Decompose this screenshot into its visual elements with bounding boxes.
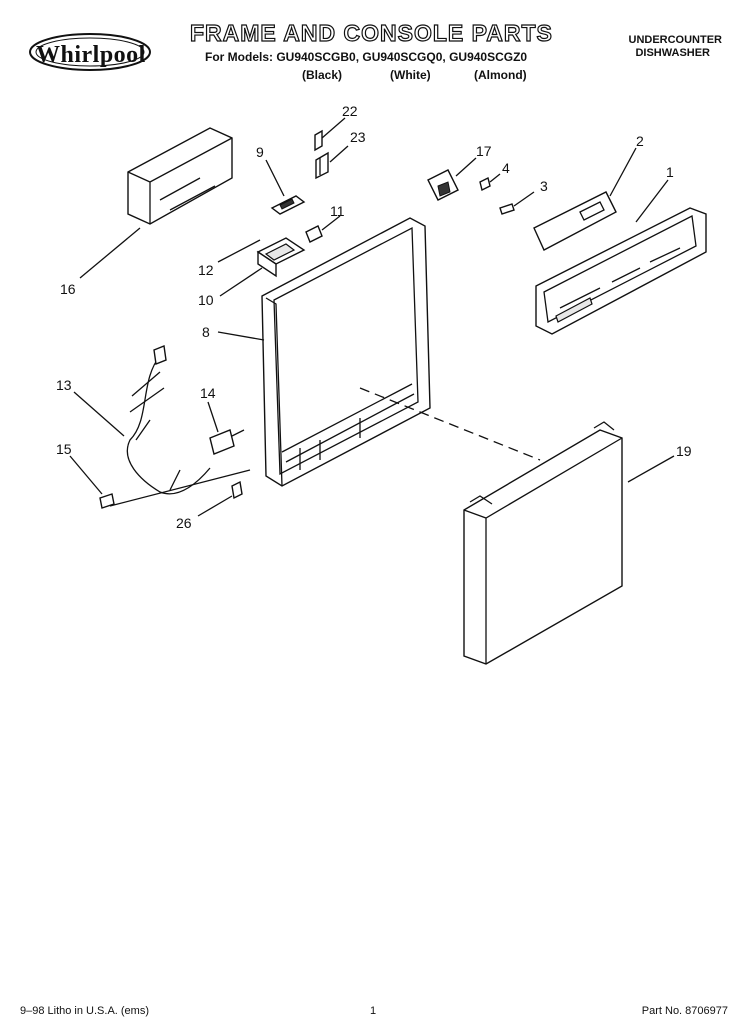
- part-4-clip: [479, 176, 491, 192]
- footer-litho: 9–98 Litho in U.S.A. (ems): [20, 1005, 150, 1017]
- color-label-black: (Black): [302, 68, 343, 82]
- product-type-line2: DISHWASHER: [635, 47, 710, 59]
- callout-13: 13: [56, 377, 72, 393]
- page-title: FRAME AND CONSOLE PARTS: [189, 19, 553, 46]
- callout-22: 22: [342, 103, 358, 119]
- part-2-control-panel: [533, 191, 617, 251]
- part-number: Part No. 8706977: [641, 1005, 728, 1017]
- callout-14: 14: [200, 385, 216, 401]
- part-13-wire-harness: [126, 345, 211, 495]
- part-17-bracket: [427, 169, 459, 201]
- callout-17: 17: [476, 143, 492, 159]
- callout-26: 26: [176, 515, 192, 531]
- callout-12: 12: [198, 262, 214, 278]
- part-23-bracket: [315, 151, 329, 180]
- part-8-frame: [261, 217, 431, 487]
- part-16-shield: [127, 127, 233, 225]
- color-label-white: (White): [390, 68, 431, 82]
- callout-2: 2: [636, 133, 644, 149]
- callout-23: 23: [350, 129, 366, 145]
- callout-3: 3: [540, 178, 548, 194]
- callout-10: 10: [198, 292, 214, 308]
- callout-16: 16: [60, 281, 76, 297]
- brand-name: Whirlpool: [36, 42, 146, 68]
- callout-9: 9: [256, 144, 264, 160]
- part-1-console: [535, 207, 707, 335]
- part-3-screw: [499, 203, 515, 215]
- callout-19: 19: [676, 443, 692, 459]
- callout-4: 4: [502, 160, 510, 176]
- callout-8: 8: [202, 324, 210, 340]
- callout-11: 11: [330, 203, 345, 219]
- part-14-sensor: [209, 429, 245, 455]
- whirlpool-logo-icon: [29, 33, 151, 71]
- page-number: 1: [370, 1005, 377, 1017]
- part-10-bracket: [256, 237, 306, 278]
- part-19-door-panel: [463, 421, 623, 665]
- callout-15: 15: [56, 441, 72, 457]
- callout-1: 1: [666, 164, 674, 180]
- color-label-almond: (Almond): [474, 68, 527, 82]
- part-11-clip: [305, 225, 323, 243]
- part-26-clip: [231, 480, 243, 500]
- part-22-clip: [314, 129, 323, 152]
- model-numbers: For Models: GU940SCGB0, GU940SCGQ0, GU94…: [205, 50, 528, 64]
- product-type-line1: UNDERCOUNTER: [628, 34, 723, 46]
- part-9-switch: [270, 195, 306, 215]
- part-15-screw: [99, 493, 115, 509]
